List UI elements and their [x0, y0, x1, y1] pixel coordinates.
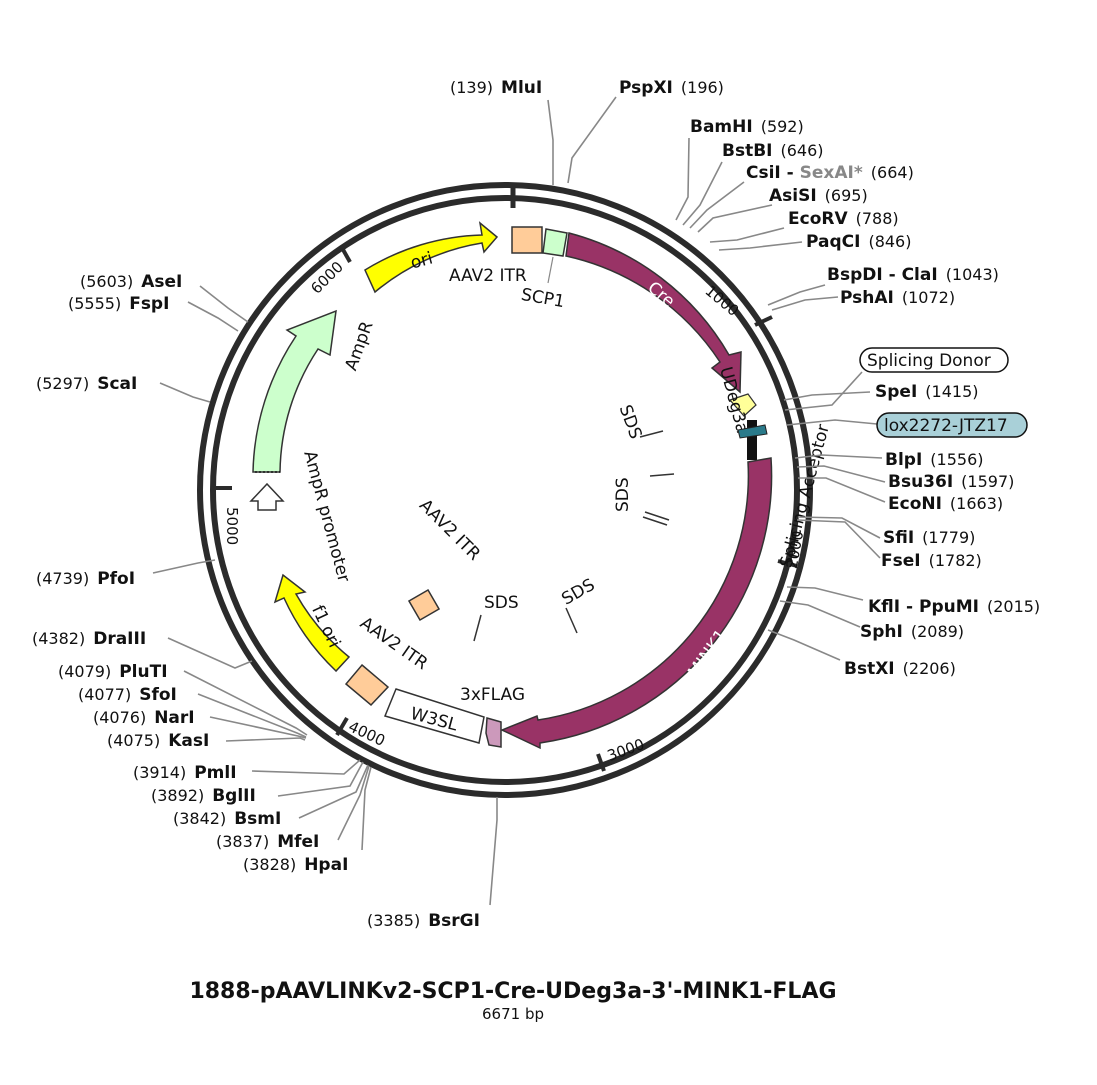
site-fsei[interactable]: FseI(1782) — [881, 551, 982, 571]
tick-4000 — [335, 716, 349, 737]
site-ecorv[interactable]: EcoRV(788) — [788, 209, 899, 229]
sds-mark — [565, 607, 578, 634]
ampr-promoter-arrow[interactable] — [249, 482, 285, 511]
site-mlui[interactable]: (139)MluI — [450, 78, 542, 98]
lox-text: lox2272-JTZ17 — [884, 416, 1008, 436]
cre-arrow[interactable] — [565, 232, 742, 394]
site-nari[interactable]: (4076)NarI — [93, 708, 195, 728]
ori-arrow[interactable] — [364, 221, 499, 294]
sds-label-4: SDS — [484, 593, 519, 613]
sds-label-1: SDS — [615, 402, 646, 441]
site-kfli-ppumi[interactable]: KflI - PpuMI(2015) — [868, 597, 1040, 617]
scp1-leader — [547, 256, 554, 284]
flag-tag[interactable] — [485, 717, 502, 748]
site-spei[interactable]: SpeI(1415) — [875, 382, 978, 402]
site-hpai[interactable]: (3828)HpaI — [243, 855, 348, 875]
site-paqci[interactable]: PaqCI(846) — [806, 232, 911, 252]
site-bamhi[interactable]: BamHI(592) — [690, 117, 804, 137]
sds-label-2: SDS — [613, 477, 633, 512]
sds-mark — [473, 614, 482, 642]
site-bsu36i[interactable]: Bsu36I(1597) — [888, 472, 1014, 492]
udeg3a-feature[interactable] — [728, 393, 757, 417]
site-bspdi-clai[interactable]: BspDI - ClaI(1043) — [827, 265, 999, 285]
tick-label-6000: 6000 — [307, 258, 347, 298]
splicing-donor-callout[interactable] — [859, 347, 1009, 373]
site-pluti[interactable]: (4079)PluTI — [58, 662, 168, 682]
flag-label: 3xFLAG — [460, 685, 525, 705]
tick-3000 — [596, 753, 606, 772]
tick-marks — [213, 184, 798, 772]
lox-callout[interactable] — [876, 412, 1028, 438]
scp1-promoter[interactable] — [542, 228, 568, 257]
ampr-promoter-label: AmpR promoter — [299, 449, 353, 585]
sds-mark — [642, 516, 668, 526]
aav2-itr-top-label: AAV2 ITR — [449, 266, 527, 286]
site-bsrgi[interactable]: (3385)BsrGI — [367, 911, 480, 931]
site-blpi[interactable]: BlpI(1556) — [885, 450, 983, 470]
ampr-arrow[interactable] — [252, 309, 337, 473]
site-leader-lines — [152, 96, 886, 906]
plasmid-length: 6671 bp — [482, 1005, 544, 1023]
site-bglii[interactable]: (3892)BglII — [151, 786, 256, 806]
sds-mark — [649, 473, 675, 477]
splicing-donor-text: Splicing Donor — [867, 351, 991, 371]
sds-label-3: SDS — [558, 575, 598, 610]
w3sl-feature[interactable] — [383, 688, 485, 744]
f1-ori-arrow[interactable] — [273, 573, 351, 673]
site-sfii[interactable]: SfiI(1779) — [883, 528, 975, 548]
site-bsmi[interactable]: (3842)BsmI — [173, 809, 281, 829]
site-scai[interactable]: (5297)ScaI — [36, 374, 137, 394]
site-fspi[interactable]: (5555)FspI — [68, 294, 169, 314]
site-pfoi[interactable]: (4739)PfoI — [36, 569, 135, 589]
aav2-itr-top[interactable] — [511, 226, 543, 254]
tick-1000 — [754, 315, 773, 327]
site-pmli[interactable]: (3914)PmlI — [133, 763, 237, 783]
site-asei[interactable]: (5603)AseI — [80, 272, 182, 292]
aav2-itr-inner[interactable] — [407, 588, 441, 622]
site-econi[interactable]: EcoNI(1663) — [888, 494, 1003, 514]
site-bstbi[interactable]: BstBI(646) — [722, 141, 824, 161]
site-mfei[interactable]: (3837)MfeI — [216, 832, 319, 852]
site-asisi[interactable]: AsiSI(695) — [769, 186, 868, 206]
mink1-arrow[interactable] — [500, 457, 773, 750]
site-bstxi[interactable]: BstXI(2206) — [844, 659, 956, 679]
sds-marks — [473, 430, 675, 642]
sds-mark — [639, 430, 664, 438]
tick-label-5000: 5000 — [223, 507, 241, 545]
sds-mark — [644, 511, 670, 521]
backbone-outer — [197, 182, 813, 798]
tick-6000 — [339, 245, 352, 263]
site-pspxi[interactable]: PspXI(196) — [619, 78, 724, 98]
scp1-label: SCP1 — [520, 285, 567, 312]
site-draiii[interactable]: (4382)DraIII — [32, 629, 146, 649]
aav2-itr-bottom[interactable] — [344, 663, 390, 707]
aav2-itr-bottom-label: AAV2 ITR — [356, 613, 431, 674]
aav2-itr-inner-label: AAV2 ITR — [415, 496, 484, 565]
tick-2000 — [777, 559, 798, 568]
site-sfoi[interactable]: (4077)SfoI — [78, 685, 177, 705]
ampr-label: AmpR — [341, 319, 377, 374]
site-csii-sexai[interactable]: CsiI - SexAI*(664) — [746, 163, 914, 183]
plasmid-title: 1888-pAAVLINKv2-SCP1-Cre-UDeg3a-3'-MINK1… — [189, 979, 836, 1004]
lox-site[interactable] — [737, 424, 768, 439]
site-sphi[interactable]: SphI(2089) — [860, 622, 964, 642]
site-kasi[interactable]: (4075)KasI — [107, 731, 209, 751]
lox-site-bar — [747, 420, 757, 460]
site-pshai[interactable]: PshAI(1072) — [840, 288, 955, 308]
